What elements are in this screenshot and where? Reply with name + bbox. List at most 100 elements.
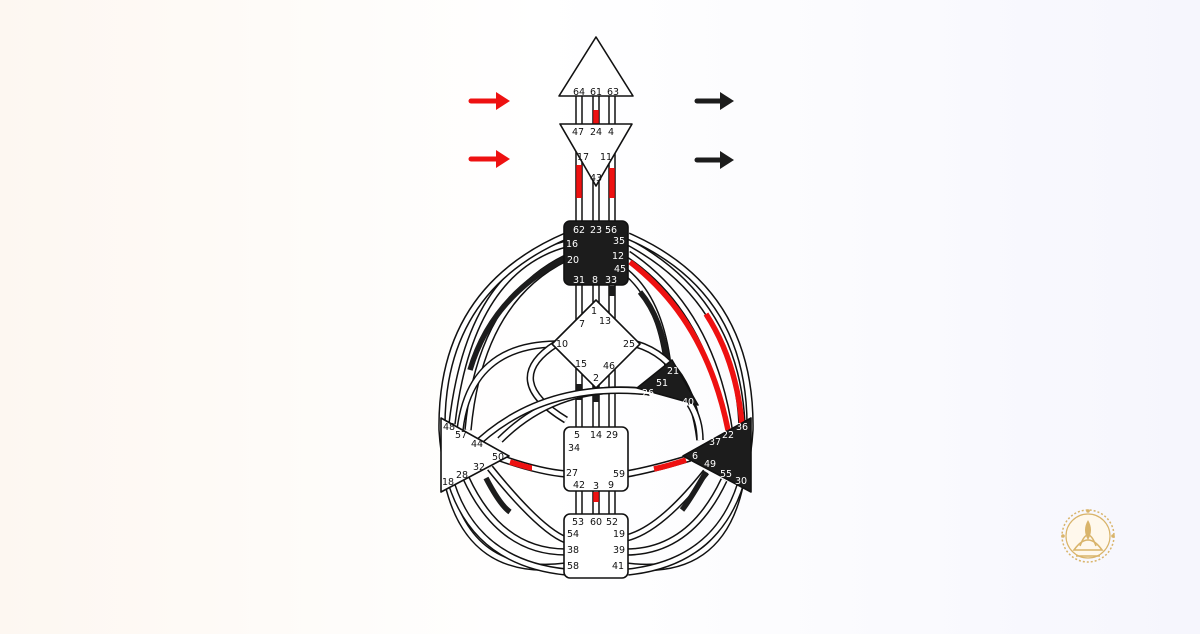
gate-label: 27 (566, 468, 578, 479)
gate-label: 1 (591, 306, 597, 317)
channel-6-59-activation-0 (653, 457, 687, 472)
channel-28-38-core (463, 477, 567, 555)
channel-32-54-activation-0 (483, 476, 512, 515)
channel-49-19-activation-0 (679, 470, 709, 512)
channel-10-34-core (528, 342, 568, 422)
gate-label: 52 (606, 517, 618, 528)
gate-label: 11 (600, 152, 612, 163)
heart-gates: 21 51 26 40 (642, 366, 694, 408)
channel-40-37-core (688, 402, 703, 441)
gate-label: 61 (590, 87, 602, 98)
gate-label: 43 (590, 173, 602, 184)
gate-label: 46 (603, 361, 615, 372)
arrow-top-left-icon (468, 92, 510, 110)
g-center (551, 299, 641, 389)
solar-plexus-center (682, 417, 752, 493)
ajna-center (559, 123, 633, 187)
gate-label: 9 (608, 480, 614, 491)
gate-label: 30 (735, 476, 747, 487)
gate-label: 54 (567, 529, 579, 540)
head-center (558, 36, 634, 97)
head-gates: 64 61 63 (573, 87, 619, 98)
gate-label: 63 (607, 87, 619, 98)
root-center (563, 513, 629, 579)
gate-label: 17 (577, 152, 589, 163)
gate-label: 58 (567, 561, 579, 572)
gate-label: 10 (556, 339, 568, 350)
throat-center (563, 220, 629, 286)
channel-55-39-core (625, 479, 727, 555)
gate-label: 25 (623, 339, 635, 350)
gate-label: 62 (573, 225, 585, 236)
gate-label: 57 (455, 430, 467, 441)
sacral-center (563, 426, 629, 492)
gate-label: 31 (573, 275, 585, 286)
gate-label: 36 (736, 422, 748, 433)
gate-label: 12 (612, 251, 624, 262)
arrow-top-right-icon (694, 92, 734, 110)
gate-label: 37 (709, 437, 721, 448)
gate-label: 23 (590, 225, 602, 236)
gate-label: 51 (656, 378, 668, 389)
channel-20-57-activation-0 (467, 255, 568, 371)
gate-label: 48 (443, 422, 455, 433)
gate-label: 29 (606, 430, 618, 441)
gate-label: 42 (573, 480, 585, 491)
gate-label: 19 (613, 529, 625, 540)
gate-label: 50 (492, 452, 504, 463)
gate-label: 35 (613, 236, 625, 247)
gate-label: 34 (568, 443, 580, 454)
channel-10-57-core (457, 341, 557, 431)
gate-label: 24 (590, 127, 602, 138)
gate-label: 14 (590, 430, 602, 441)
channel-50-27-core (499, 455, 567, 477)
gate-label: 4 (608, 127, 614, 138)
channel-12-22-activation-0 (628, 259, 731, 431)
gate-label: 47 (572, 127, 584, 138)
gate-label: 2 (593, 373, 599, 384)
gate-label: 39 (613, 545, 625, 556)
gate-label: 13 (599, 316, 611, 327)
gate-label: 8 (592, 275, 598, 286)
gate-label: 18 (442, 477, 454, 488)
arrow-bottom-left-icon (468, 150, 510, 168)
gate-label: 44 (471, 439, 483, 450)
channel-16-48-core (449, 241, 567, 425)
gate-label: 49 (704, 459, 716, 470)
gate-label: 26 (642, 388, 654, 399)
gate-label: 38 (567, 545, 579, 556)
channel-32-54-core (488, 466, 567, 543)
gate-label: 3 (593, 481, 599, 492)
lotus-flame-emblem-icon (1061, 509, 1115, 563)
gate-label: 28 (456, 470, 468, 481)
spleen-center (440, 417, 510, 493)
throat-gates: 62 23 56 16 35 20 12 45 31 8 33 (566, 225, 626, 286)
gate-label: 64 (573, 87, 585, 98)
ajna-gates: 47 24 4 17 11 43 (572, 127, 614, 184)
channel-50-27-activation-0 (509, 459, 533, 471)
g-gates: 1 7 13 10 25 15 46 2 (556, 306, 635, 384)
gate-label: 60 (590, 517, 602, 528)
gate-label: 32 (473, 462, 485, 473)
gate-label: 7 (579, 319, 585, 330)
heart-center (636, 359, 699, 406)
arrow-bottom-right-icon (694, 151, 734, 169)
gate-label: 40 (682, 397, 694, 408)
gate-label: 59 (613, 469, 625, 480)
sacral-gates: 5 14 29 34 27 59 42 3 9 (566, 430, 625, 492)
gate-label: 55 (720, 469, 732, 480)
gate-label: 56 (605, 225, 617, 236)
gate-label: 21 (667, 366, 679, 377)
gate-label: 33 (605, 275, 617, 286)
gate-label: 6 (692, 451, 698, 462)
gate-label: 53 (572, 517, 584, 528)
gate-label: 41 (612, 561, 624, 572)
solar-plexus-gates: 36 22 37 6 49 55 30 (692, 422, 748, 487)
gate-label: 16 (566, 239, 578, 250)
gate-label: 15 (575, 359, 587, 370)
spleen-gates: 48 57 44 50 32 28 18 (442, 422, 504, 488)
gate-label: 20 (567, 255, 579, 266)
channel-44-26-arc-core (468, 388, 651, 452)
